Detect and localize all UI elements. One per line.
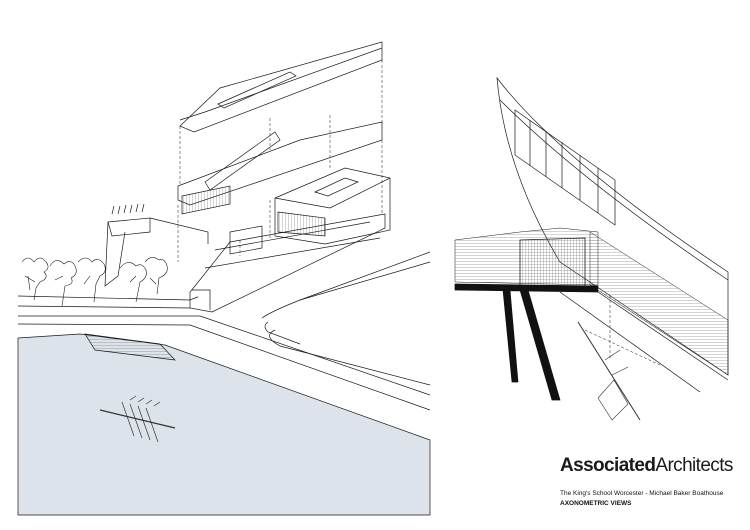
logo-word-regular: Architects — [655, 455, 733, 476]
hangar-door — [519, 237, 586, 289]
riverbank-inner-line — [17, 323, 431, 411]
middle-floor-entrance — [229, 225, 263, 255]
ramp-lines — [559, 291, 729, 393]
middle-floor-skylight — [314, 177, 359, 197]
site-ground-line — [17, 291, 211, 301]
road-line-2 — [299, 261, 431, 301]
road-outer-edge — [261, 251, 431, 319]
hull-inner-line — [499, 99, 729, 281]
tree-line — [21, 257, 168, 307]
clerestory-windows — [514, 109, 616, 226]
ramp-dashed — [584, 295, 661, 366]
view-title: AXONOMETRIC VIEWS — [560, 500, 632, 507]
roof-skylight — [217, 71, 297, 109]
support-leg-right — [519, 289, 561, 401]
ground-floor-hull — [189, 213, 386, 313]
road-inner-edge — [269, 329, 431, 386]
support-leg-left — [502, 289, 519, 383]
middle-floor-roof — [274, 177, 391, 209]
ground-floor-opening — [192, 289, 211, 310]
projection-lines — [177, 60, 383, 262]
river-water — [17, 333, 431, 516]
exploded-axonometric-view — [17, 41, 431, 516]
hull-planking — [589, 231, 729, 376]
riverbank-edge — [18, 315, 431, 396]
terrace-steps — [104, 203, 209, 287]
rowing-boat — [99, 395, 176, 443]
detail-axonometric-view — [454, 76, 729, 421]
site-ground-line-2 — [17, 305, 191, 309]
upper-floor-window-strip — [181, 185, 231, 215]
roof-top-line — [179, 47, 383, 121]
upper-floor-inner — [204, 131, 281, 191]
ground-floor-edge — [204, 221, 381, 269]
associated-architects-logo: AssociatedArchitects — [560, 456, 733, 476]
boat-on-trailer — [577, 321, 641, 421]
middle-floor-window — [277, 211, 326, 237]
project-title: The King's School Worcester - Michael Ba… — [560, 490, 724, 497]
middle-floor-volume — [274, 167, 391, 245]
roof-hull — [179, 41, 383, 133]
road-line — [264, 321, 301, 345]
logo-word-bold: Associated — [560, 455, 656, 476]
landing-steps — [84, 333, 176, 361]
